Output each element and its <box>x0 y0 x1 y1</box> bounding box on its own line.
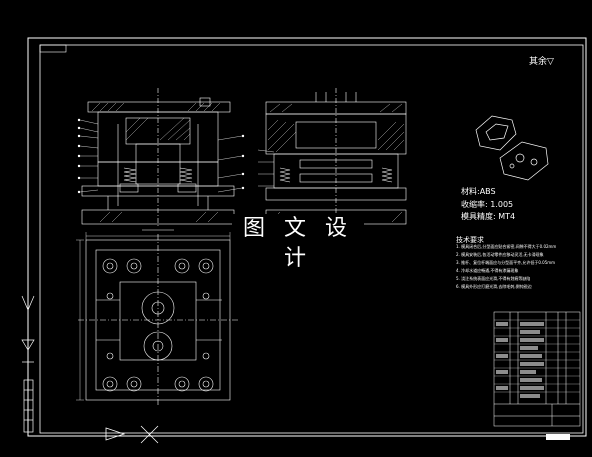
plan-view-guide-pillars <box>102 258 214 392</box>
front-view-hatching <box>91 102 221 223</box>
sheet-number-box <box>546 434 570 440</box>
front-view-balloons <box>77 118 245 194</box>
left-margin-marks <box>21 295 35 433</box>
technical-note: 6. 模具外形应打磨光滑,去除毛刺,倒钝锐边 <box>456 284 532 289</box>
plan-view <box>78 234 240 406</box>
title-block <box>493 311 581 427</box>
material-spec: 材料:ABS <box>461 187 496 196</box>
side-view-hatching <box>267 103 405 223</box>
inner-frame <box>39 44 584 434</box>
frame-tab <box>39 44 67 53</box>
outer-frame <box>27 37 587 437</box>
technical-note: 1. 模具闭合后,分型面应贴合紧密,间隙不得大于0.02mm <box>456 244 557 249</box>
precision-spec: 模具精度: MT4 <box>461 212 516 221</box>
technical-note: 4. 冷却水道应畅通,不得有渗漏现象 <box>456 268 519 273</box>
side-view-springs <box>279 167 393 183</box>
front-view-springs <box>123 167 193 183</box>
technical-note: 2. 模具安装后,各活动零件应移动灵活,无卡滞现象 <box>456 252 544 257</box>
bottom-margin-marks <box>105 425 159 444</box>
shrinkage-spec: 收缩率: 1.005 <box>461 200 514 209</box>
plan-view-dimensions <box>76 232 231 401</box>
product-sketch <box>475 115 549 181</box>
watermark-text: 图 文 设 计 <box>232 214 364 271</box>
technical-note: 3. 推杆、复位杆端面应与分型面平齐,允许低于0.05mm <box>456 260 556 265</box>
technical-notes-title: 技术要求 <box>456 236 484 244</box>
title-block-rows <box>494 319 580 393</box>
side-section-view <box>265 88 407 226</box>
surface-finish-note: 其余▽ <box>529 57 554 67</box>
side-view-leaders <box>257 149 275 187</box>
technical-note: 5. 浇注系统表面应光滑,不得有划痕等缺陷 <box>456 276 531 281</box>
front-view-leaders <box>79 119 243 193</box>
title-block-fills <box>496 322 544 398</box>
front-section-view <box>81 88 235 226</box>
